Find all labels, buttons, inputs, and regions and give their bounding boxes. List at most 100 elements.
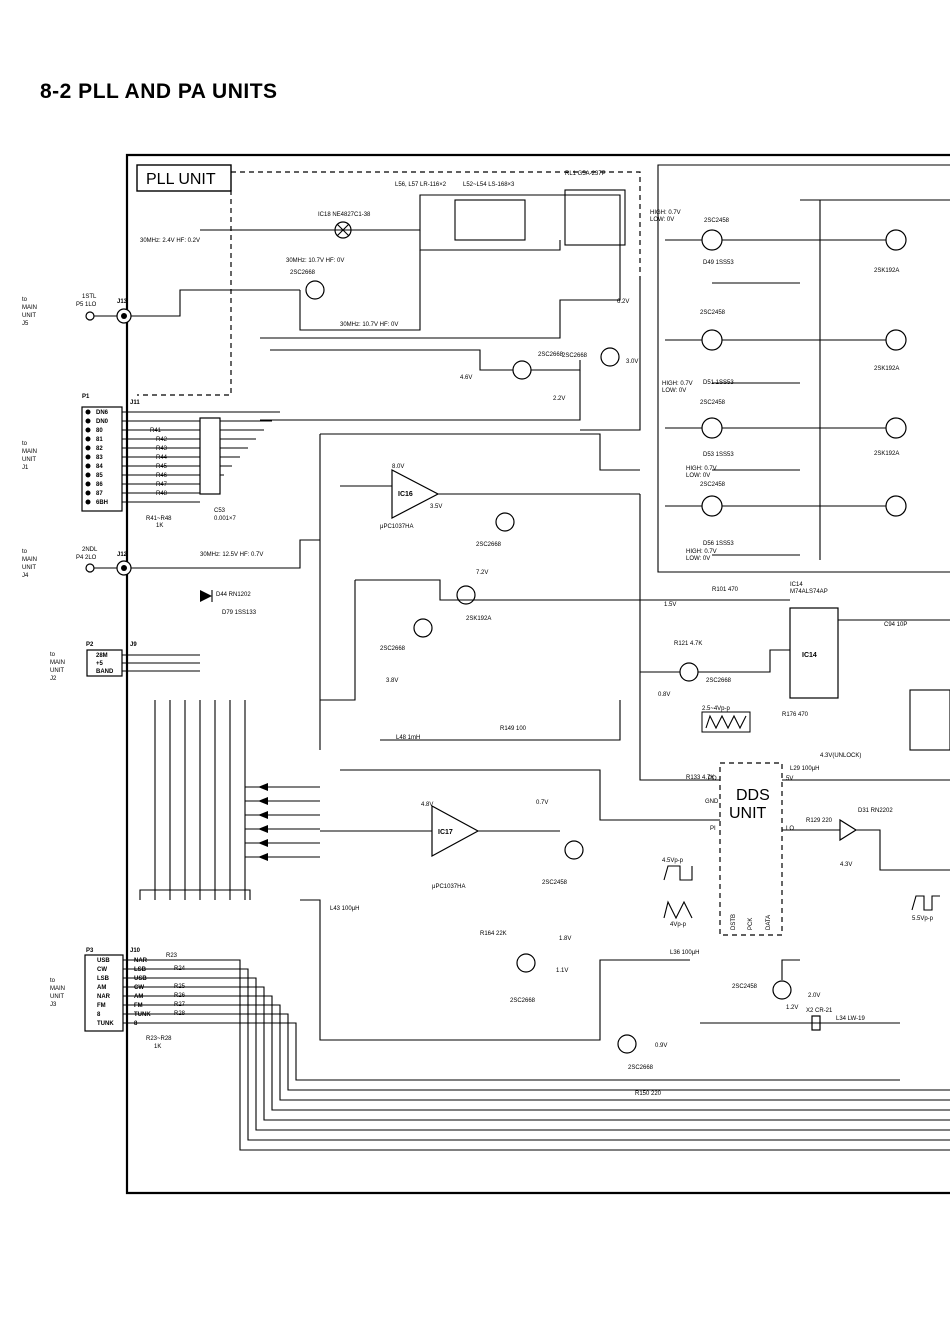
- q27-label: 2SC2668: [476, 542, 502, 548]
- q22-label: 2SC2458: [700, 482, 726, 488]
- main-j1-label-2: UNIT: [22, 457, 36, 463]
- p3-connector[interactable]: [84, 954, 124, 1032]
- dds-label-2: UNIT: [729, 805, 767, 822]
- p3-pin: TUNK: [97, 1021, 114, 1027]
- voltage-label: 1.1V: [556, 968, 568, 974]
- main-j4-label-1: MAIN: [22, 557, 37, 563]
- p2-pin: 28M: [96, 653, 108, 659]
- pll-enclosure-top: [231, 171, 641, 280]
- q19-label: 2SK192A: [874, 268, 899, 274]
- q24-transistor: [512, 360, 532, 380]
- p2-connector[interactable]: [86, 649, 123, 677]
- p1-pin-labels: DN6 DN0 80 81 82 83 84 85 86 87 6BH: [96, 410, 109, 506]
- main-j4-label-3: J4: [22, 573, 29, 579]
- q30-label: 2SC2668: [380, 646, 406, 652]
- q33-transistor: [772, 980, 792, 1000]
- hilo-3b: LOW: 0V: [686, 473, 710, 479]
- voltage-label: 6.2V: [617, 299, 629, 305]
- main-j5-label-3: J5: [22, 321, 29, 327]
- r41-48-value: 1K: [156, 523, 163, 529]
- r101-label: R101 470: [712, 587, 739, 593]
- ic16-amplifier: IC16 μPC1037HA: [340, 469, 470, 530]
- r149-label: R149 100: [500, 726, 527, 732]
- j10-pin: 8: [134, 1021, 138, 1027]
- j13-connector[interactable]: [85, 308, 132, 324]
- voltage-label: 4.6V: [460, 375, 472, 381]
- q30-transistor: [413, 618, 433, 638]
- p1-pin: 82: [96, 446, 103, 452]
- r150-label: R150 220: [635, 1091, 662, 1097]
- waveform-icon-4: [663, 900, 693, 920]
- main-j4-label-2: UNIT: [22, 565, 36, 571]
- q23-label: 2SC2668: [562, 353, 588, 359]
- ic17-part: μPC1037HA: [432, 884, 465, 890]
- j12-label: J12: [117, 552, 128, 558]
- r129-label: R129 220: [806, 818, 833, 824]
- voltage-label: 0.7V: [536, 800, 548, 806]
- p1-pin: 85: [96, 473, 103, 479]
- r42-label: R42: [156, 437, 168, 443]
- p1-pin: 87: [96, 491, 103, 497]
- main-j3-label-3: J3: [50, 1002, 57, 1008]
- r176-label: R176 470: [782, 712, 809, 718]
- schematic-frame: [125, 153, 950, 1195]
- j13-label: J13: [117, 299, 128, 305]
- d31-buffer: [839, 818, 858, 842]
- dds-pin-po: PO: [708, 776, 717, 782]
- c53-capacitor-array: [199, 417, 221, 495]
- q45-label: 2SC2668: [290, 270, 316, 276]
- hf1-label: 30MHz: 2.4V HF: 0.2V: [140, 238, 200, 244]
- pll-inner-outline: [580, 280, 641, 431]
- q21-label: 2SK192A: [874, 451, 899, 457]
- vco-stage-2: [665, 329, 907, 384]
- p2-label: P2: [86, 642, 94, 648]
- j12-connector[interactable]: [85, 560, 132, 576]
- q33-label: 2SC2458: [732, 984, 758, 990]
- ic16-label: IC16: [398, 491, 413, 498]
- p2-pin: BAND: [96, 669, 114, 675]
- main-j1-label-0: to: [22, 441, 28, 447]
- main-j3-label-1: MAIN: [50, 986, 65, 992]
- dds-pin-pi: PI: [710, 826, 716, 832]
- main-j2-label-2: UNIT: [50, 668, 64, 674]
- main-j3-label-2: UNIT: [50, 994, 64, 1000]
- j10-pin: FM: [134, 1003, 143, 1009]
- p3-pin-labels: USB CW LSB AM NAR FM 8 TUNK: [97, 958, 114, 1027]
- d44-label: D44 RN1202: [216, 592, 251, 598]
- p4-label-0: 2NDL: [82, 547, 98, 553]
- r45-label: R45: [156, 464, 168, 470]
- l48-label: L48 1mH: [396, 735, 420, 741]
- pll-unit-label: PLL UNIT: [146, 171, 216, 188]
- j10-pin: TUNK: [134, 1012, 151, 1018]
- j10-pin: USB: [134, 976, 147, 982]
- d56-label: D56 1SS53: [703, 541, 734, 547]
- main-j2-label-0: to: [50, 652, 56, 658]
- r47-label: R47: [156, 482, 168, 488]
- p4-label-1: P4 2LO: [76, 555, 97, 561]
- p3-pin: CW: [97, 967, 107, 973]
- dds-unit-block[interactable]: [719, 762, 783, 936]
- l43-label: L43 100μH: [330, 906, 359, 912]
- j10-pin: LSB: [134, 967, 147, 973]
- r46-label: R46: [156, 473, 168, 479]
- ic18-mixer: IC18 NE4827C1-38: [318, 212, 371, 239]
- hilo-1a: HIGH: 0.7V: [650, 210, 681, 216]
- c53-label: C53: [214, 508, 226, 514]
- ic14-ref: IC14: [790, 582, 803, 588]
- d31-out-wire: [856, 829, 950, 871]
- waveform-icon-55: [911, 895, 940, 911]
- r44-label: R44: [156, 455, 168, 461]
- voltage-label: 8.0V: [392, 464, 404, 470]
- p1-pin-markers: [85, 409, 91, 505]
- ic14-label: IC14: [802, 652, 817, 659]
- j10-pin: NAR: [134, 958, 148, 964]
- r23-28-value: 1K: [154, 1044, 161, 1050]
- right-edge-block: [909, 689, 950, 751]
- j10-pin: CW: [134, 985, 144, 991]
- voltage-label: 1.8V: [559, 936, 571, 942]
- voltage-label: 1.2V: [786, 1005, 798, 1011]
- j9-label: J9: [130, 642, 137, 648]
- wave-45-label: 4.5Vp-p: [662, 858, 684, 864]
- r23-label: R23: [166, 953, 178, 959]
